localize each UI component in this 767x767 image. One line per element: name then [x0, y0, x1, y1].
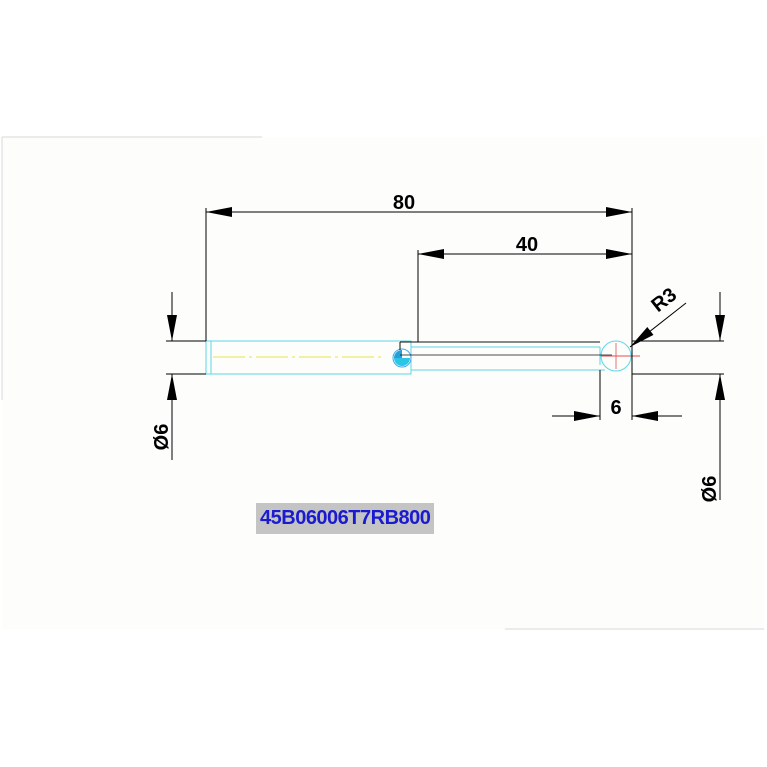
shaft-joint — [392, 348, 412, 368]
dimension-right-diameter-text: Ø6 — [699, 476, 721, 503]
dimension-partial-text: 40 — [516, 234, 538, 256]
part-number-label: 45B06006T7RB800 — [256, 503, 435, 534]
drawing-sheet — [2, 137, 764, 629]
dimension-offset — [552, 356, 682, 421]
dimension-left-diameter — [166, 292, 206, 460]
dimension-offset-text: 6 — [610, 397, 621, 419]
dimension-left-diameter-text: Ø6 — [151, 424, 173, 451]
dimension-right-diameter — [632, 292, 725, 500]
dimension-overall-text: 80 — [393, 192, 415, 214]
ball-center-mark — [601, 343, 640, 369]
dimension-partial — [417, 249, 632, 342]
dimension-radius — [629, 302, 687, 348]
shaft-outline — [205, 340, 632, 375]
